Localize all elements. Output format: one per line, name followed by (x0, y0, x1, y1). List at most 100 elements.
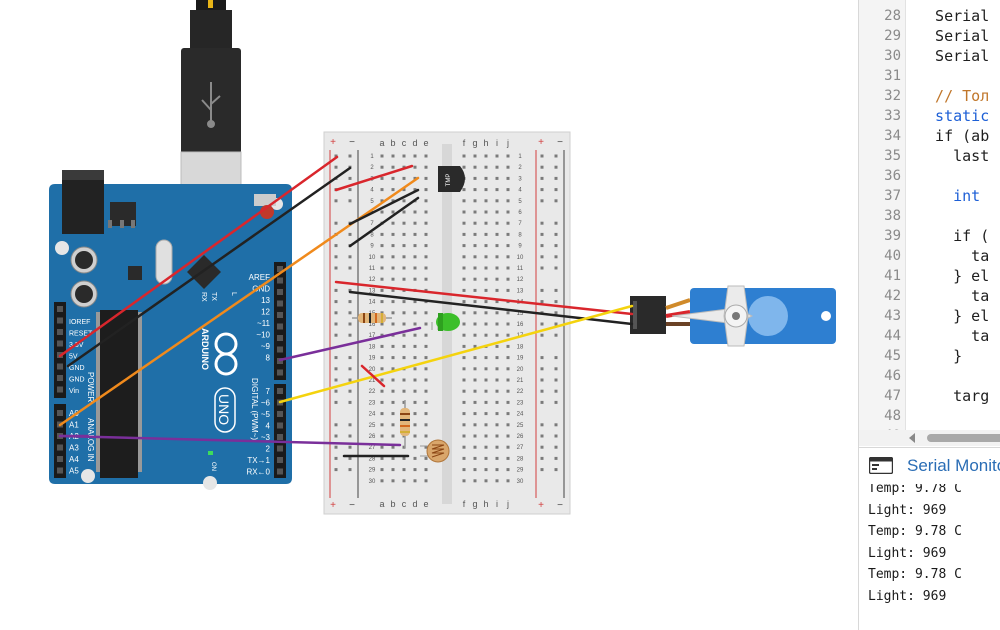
wires[interactable] (58, 155, 634, 458)
row-number: 23 (517, 400, 524, 406)
column-label: g (472, 138, 477, 148)
line-number: 45 (884, 348, 901, 364)
rail-plus-label: + (330, 137, 336, 148)
column-label: a (379, 499, 384, 509)
code-line[interactable]: ta (917, 327, 990, 345)
digital-pin-label: 2 (266, 445, 271, 454)
code-line[interactable]: Serial (917, 27, 990, 45)
code-line[interactable]: ta (917, 247, 990, 265)
row-number: 25 (369, 423, 376, 429)
serial-output-line: Light: 969 (868, 545, 947, 561)
svg-text:UNO: UNO (216, 394, 232, 425)
analog-pin-label: A5 (69, 467, 79, 476)
svg-text:TMP: TMP (446, 174, 452, 187)
row-number: 4 (370, 188, 374, 194)
serial-monitor-title[interactable]: Serial Monitor (907, 456, 1000, 475)
digital-pin-label: ~10 (256, 331, 270, 340)
row-number: 28 (517, 456, 524, 462)
digital-pin-label: 8 (266, 354, 271, 363)
code-line[interactable]: // Тол (917, 87, 990, 105)
horizontal-scrollbar[interactable] (859, 430, 1000, 446)
code-line[interactable]: int (917, 187, 990, 205)
digital-pin-label: RX←0 (246, 468, 270, 477)
row-number: 27 (369, 445, 376, 451)
row-number: 22 (517, 389, 524, 395)
line-number: 47 (884, 388, 901, 404)
serial-output-line: Light: 969 (868, 502, 947, 518)
rail-minus-label: − (349, 137, 355, 148)
header-pins (57, 266, 283, 475)
code-line[interactable]: Serial (917, 7, 990, 25)
column-label: c (402, 138, 407, 148)
row-number: 19 (517, 356, 524, 362)
row-number: 30 (517, 479, 524, 485)
column-label: d (412, 138, 417, 148)
servo-motor[interactable] (630, 285, 836, 347)
code-line[interactable]: if (ab (917, 127, 990, 145)
line-number: 36 (884, 168, 901, 184)
on-label: ON (210, 462, 216, 471)
line-number: 46 (884, 368, 901, 384)
row-number: 23 (369, 400, 376, 406)
code-line[interactable]: targ (917, 387, 990, 405)
line-number: 31 (884, 68, 901, 84)
serial-monitor-header[interactable]: Serial Monitor (858, 447, 1000, 485)
code-line[interactable]: last (917, 147, 990, 165)
row-number: 12 (369, 277, 376, 283)
resistor-2[interactable] (400, 400, 410, 448)
column-label: f (463, 138, 466, 148)
line-number: 43 (884, 308, 901, 324)
row-number: 21 (517, 378, 524, 384)
code-line[interactable]: ta (917, 287, 990, 305)
temperature-sensor[interactable]: TMP (438, 166, 465, 192)
row-number: 18 (369, 344, 376, 350)
code-line[interactable]: if ( (917, 227, 990, 245)
power-pin-label: IOREF (69, 319, 90, 326)
serial-output-line: Light: 969 (868, 588, 947, 604)
column-label: h (483, 499, 488, 509)
column-label: c (402, 499, 407, 509)
scroll-left-arrow-icon[interactable] (909, 433, 915, 443)
column-label: d (412, 499, 417, 509)
line-number: 33 (884, 108, 901, 124)
row-number: 2 (370, 165, 374, 171)
scrollbar-thumb[interactable] (927, 434, 1000, 442)
line-number: 40 (884, 248, 901, 264)
code-line[interactable]: } el (917, 267, 990, 285)
column-label: j (506, 138, 509, 148)
row-number: 29 (369, 468, 376, 474)
row-number: 7 (370, 221, 374, 227)
serial-output-line: Temp: 9.78 C (868, 484, 962, 496)
row-number: 1 (370, 154, 374, 160)
digital-pin-label: ~6 (261, 399, 271, 408)
code-line[interactable]: Serial (917, 47, 990, 65)
row-number: 10 (517, 255, 524, 261)
code-line[interactable]: static (917, 107, 990, 125)
row-number: 6 (518, 210, 522, 216)
green-led[interactable] (431, 313, 460, 331)
row-number: 11 (369, 266, 376, 272)
row-number: 21 (369, 378, 376, 384)
digital-pin-label: ~9 (261, 342, 271, 351)
row-number: 27 (517, 445, 524, 451)
column-label: i (496, 499, 498, 509)
row-number: 30 (369, 479, 376, 485)
row-number: 29 (517, 468, 524, 474)
row-number: 9 (370, 244, 374, 250)
row-number: 28 (369, 456, 376, 462)
usb-icon (201, 82, 221, 128)
rail-plus-label-bottom-right: + (538, 500, 544, 511)
code-line[interactable]: } el (917, 307, 990, 325)
line-number: 44 (884, 328, 901, 344)
resistor-1[interactable] (352, 313, 392, 323)
power-pin-label: GND (69, 377, 85, 384)
row-number: 5 (518, 199, 522, 205)
row-number: 3 (518, 176, 522, 182)
code-line[interactable]: } (917, 347, 963, 365)
photoresistor[interactable] (420, 439, 450, 463)
